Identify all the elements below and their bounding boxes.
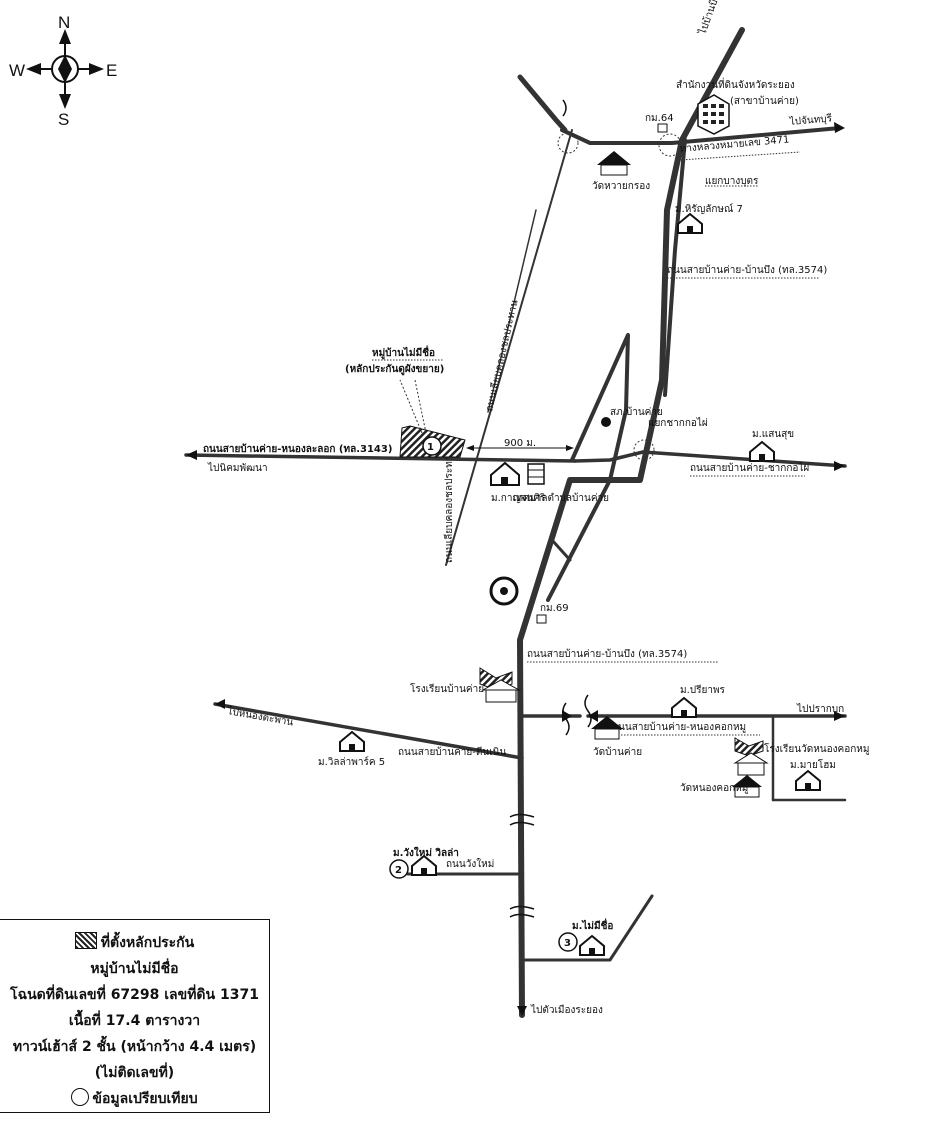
label-to-rayong: ไปตัวเมืองระยอง [530,1004,603,1016]
label-road-nongkok: ถนนสายบ้านค่าย-หนองคอกหมู [612,721,746,733]
label-municipality: เทศบาลตำบลบ้านค่าย [513,492,609,504]
legend-line-4: เนื้อที่ 17.4 ตารางวา [68,1013,201,1029]
compass-w: W [9,61,25,80]
label-wat-nongkrong: วัดหวายกรอง [592,181,650,192]
house-icon [749,440,775,462]
hatch-legend-icon [74,932,97,949]
road-3574-main [517,27,745,1018]
road-arrows [186,122,845,1016]
label-m-hiran: ม.หิรัญลักษณ์ 7 [675,203,743,215]
legend-line-5: ทาวน์เฮ้าส์ 2 ชั้น (หน้ากว้าง 4.4 เมตร) [12,1039,257,1055]
legend-line-3: โฉนดที่ดินเลขที่ 67298 เลขที่ดิน 1371 [10,987,259,1003]
label-to-nikhom: ไปนิคมพัฒนา [207,462,268,474]
distance-marker [466,445,574,451]
label-km64: กม.64 [645,113,674,124]
label-land-office: สำนักงานที่ดินจังหวัดระยอง [676,77,795,91]
label-m-saensuk: ม.แสนสุข [752,429,794,440]
label-m-villa: ม.วิลล่าพาร์ค 5 [318,756,385,768]
compass-n: N [58,13,70,32]
label-land-office-sub: (สาขาบ้านค่าย) [730,95,799,107]
legend-line-1: ที่ตั้งหลักประกัน [100,935,195,951]
school-icon [479,667,521,703]
label-yaek-bangbut: แยกบางบุตร [705,176,759,187]
landmark-circle-icon [489,576,519,606]
road-bypass [546,333,630,602]
subject-property [399,379,466,458]
house-icon [579,934,605,956]
house-icon [795,769,821,791]
label-m-wangmai: ม.วังใหม่ วิลล่า [393,846,459,859]
label-road-local-1: ถนนเลียบคลองชลประทาน [483,299,520,413]
temple-icon [591,716,623,740]
comparable-marker-3 [558,932,578,952]
house-icon [339,730,365,752]
label-m-mayhom: ม.มายโฮม [790,758,836,771]
road-3143 [184,453,577,463]
marker-1-number: 1 [427,442,434,453]
compass-e: E [106,61,117,80]
label-distance: 900 ม. [504,438,536,449]
legend-line-7: ข้อมูลเปรียบเทียบ [92,1091,198,1107]
km-marker-icon [536,614,547,624]
label-subject-sub: (หลักประกันดูผังขยาย) [345,363,444,376]
intersection-markers [557,132,682,461]
circle-legend-icon [71,1088,90,1106]
road-break-marks [509,99,592,918]
legend-line-2: หมู่บ้านไม่มีชื่อ [90,961,179,977]
house-icon [490,461,520,486]
road-tinnoen [213,702,524,760]
label-wat-bankhai: วัดบ้านค่าย [593,746,642,758]
label-to-chanthaburi: ไปจันทบุรี [788,112,833,128]
compass-rose: N S E W [9,13,117,129]
marker-2-number: 2 [395,865,402,876]
police-icon [601,417,611,427]
label-road-3574-s: ถนนสายบ้านค่าย-บ้านบึง (ทล.3574) [527,648,687,660]
label-to-nongtaphan: ไปหนองตะพาน [225,705,294,729]
label-road-3143: ถนนสายบ้านค่าย-หนองละลอก (ทล.3143) [203,443,392,455]
label-road-chakkhai: ถนนสายบ้านค่าย-ชากกอไผ่ [690,462,809,474]
compass-s: S [58,110,69,129]
label-road-tinnoen: ถนนสายบ้านค่าย-ตีนเนิน [398,746,506,758]
road-3471 [560,126,842,145]
house-icon [677,212,703,234]
road-north-loop [517,74,568,133]
roads [184,27,847,1018]
label-to-banbueng: ไปบ้านบึง [696,0,722,37]
marker-3-number: 3 [564,938,571,949]
label-m-kanchana: ม.กาญจนศิริ [491,493,546,504]
label-school-nongkok: โรงเรียนวัดหนองคอกหมู [764,742,869,755]
house-icon [671,696,697,718]
label-km69: กม.69 [540,603,569,614]
road-nameless [520,894,654,962]
legend-line-6: (ไม่ติดเลขที่) [94,1065,175,1081]
road-3574-branch [663,138,687,397]
label-school-bankhai: โรงเรียนบ้านค่าย [410,682,484,695]
label-road-wangmai: ถนนวังใหม่ [446,858,494,870]
land-office-icon [697,94,730,135]
label-wat-nongkok: วัดหนองคอกหมู [680,783,748,794]
label-to-pluakdaeng: ไปปรากบก [796,703,844,715]
label-road-local-2: ถนนเลียบคลองชลประทาน [443,449,455,563]
road-chakkhai [573,450,847,468]
road-local-west [445,129,573,566]
comparable-marker-2 [389,859,409,879]
label-police: สภ.บ้านค่าย [610,406,663,418]
label-road-3574-n: ถนนสายบ้านค่าย-บ้านบึง (ทล.3574) [667,264,827,276]
label-yaek-chak: แยกชากกอไผ่ [648,417,708,429]
label-m-preeyaporn: ม.ปรียาพร [680,684,726,696]
temple-icon [597,151,631,176]
temple-icon [732,775,762,798]
km-marker-icon [657,123,668,133]
label-subject-title: หมู่บ้านไม่มีชื่อ [372,345,435,360]
municipality-icon [527,463,545,485]
legend: ที่ตั้งหลักประกัน หมู่บ้านไม่มีชื่อ โฉนด… [0,919,270,1113]
label-m-nameless: ม.ไม่มีชื่อ [572,918,613,932]
school-icon [733,737,769,776]
house-icon [411,854,437,876]
